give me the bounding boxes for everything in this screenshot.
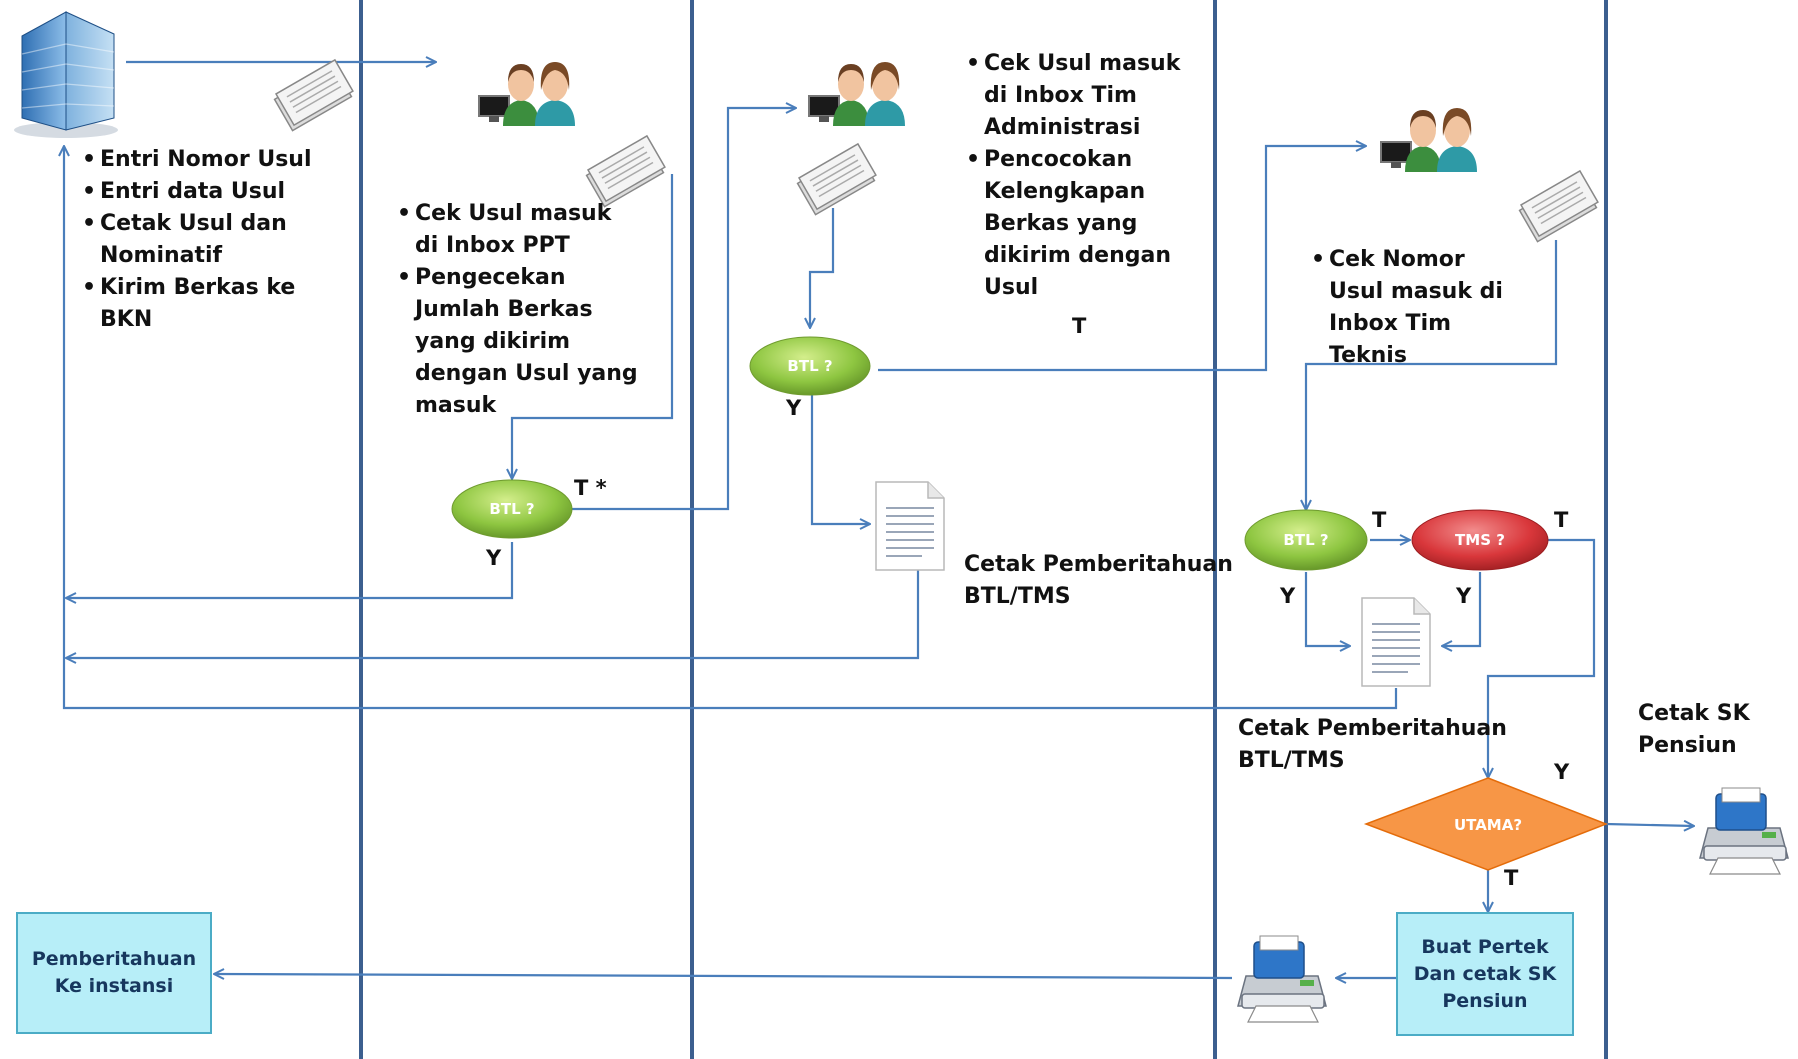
notice-label: Cetak Pemberitahuan BTL/TMS — [964, 552, 1233, 609]
branch-label-btl3-y: Y — [1280, 584, 1296, 608]
connector-btl3-y-to-notice — [1304, 572, 1350, 646]
list-item: Cek Nomor Usul masuk di Inbox Tim Teknis — [1311, 244, 1521, 372]
document-stack-icon — [794, 143, 879, 216]
svg-text:BTL ?: BTL ? — [787, 357, 832, 375]
lane4-steps: Cek Nomor Usul masuk di Inbox Tim Teknis — [1311, 244, 1521, 372]
branch-label-tms-y: Y — [1456, 584, 1472, 608]
connector-tms-t-to-utama — [1488, 538, 1596, 778]
branch-label-btl2-y: Y — [786, 396, 802, 420]
decision-btl-2: BTL ? — [749, 336, 871, 396]
list-item: Cek Usul masuk di Inbox PPT — [397, 198, 642, 262]
building-icon — [14, 11, 118, 138]
connector-btl2-t-to-teknis — [878, 146, 1366, 372]
list-item: Kirim Berkas ke BKN — [82, 272, 352, 336]
connector-btl1-y-return — [66, 542, 514, 598]
document-stack-icon — [583, 135, 668, 208]
printer-icon — [1237, 935, 1327, 1023]
svg-text:BTL ?: BTL ? — [489, 500, 534, 518]
connector-printer-to-pemberitahuan — [214, 974, 1233, 978]
svg-text:UTAMA?: UTAMA? — [1454, 816, 1522, 834]
connector-utama-y-to-printer — [1605, 824, 1694, 826]
branch-label-btl3-t: T — [1372, 508, 1387, 532]
branch-label-btl1-y: Y — [486, 546, 502, 570]
decision-btl-3: BTL ? — [1244, 509, 1368, 571]
connector-btl2-y-to-notice — [810, 394, 870, 524]
buat-pertek-box: Buat Pertek Dan cetak SK Pensiun — [1396, 912, 1574, 1036]
users-computer-icon — [1380, 107, 1478, 173]
list-item: Entri data Usul — [82, 176, 352, 208]
branch-label-lane3-t: T — [1072, 314, 1087, 338]
decision-tms: TMS ? — [1411, 509, 1549, 571]
users-computer-icon — [478, 61, 576, 127]
list-item: Cek Usul masuk di Inbox Tim Administrasi — [966, 48, 1198, 144]
svg-text:BTL ?: BTL ? — [1283, 531, 1328, 549]
decision-utama: UTAMA? — [1363, 777, 1609, 871]
lane2-steps: Cek Usul masuk di Inbox PPT Pengecekan J… — [397, 198, 642, 422]
print-sk-label: Cetak SK Pensiun — [1638, 701, 1750, 758]
connector-admin-to-btl2 — [810, 208, 835, 328]
connector-notice1-return — [66, 568, 920, 658]
document-stack-icon — [1516, 170, 1601, 243]
branch-label-utama-y: Y — [1554, 760, 1570, 784]
connector-tms-y-to-notice — [1442, 572, 1482, 646]
branch-label-utama-t: T — [1504, 866, 1519, 890]
lane1-steps: Entri Nomor Usul Entri data Usul Cetak U… — [82, 144, 352, 336]
list-item: Entri Nomor Usul — [82, 144, 352, 176]
printer-icon — [1699, 787, 1789, 875]
notice-label: Cetak Pemberitahuan BTL/TMS — [1238, 716, 1507, 773]
list-item: Cetak Usul dan Nominatif — [82, 208, 352, 272]
page-icon — [875, 481, 945, 571]
branch-label-btl1-t: T * — [574, 476, 607, 500]
pemberitahuan-instansi-box: Pemberitahuan Ke instansi — [16, 912, 212, 1034]
connector-notice2-return — [64, 146, 1398, 710]
list-item: Pengecekan Jumlah Berkas yang dikirim de… — [397, 262, 642, 422]
list-item: Pencocokan Kelengkapan Berkas yang dikir… — [966, 144, 1198, 304]
branch-label-tms-t: T — [1554, 508, 1569, 532]
document-stack-icon — [271, 59, 356, 132]
svg-text:TMS ?: TMS ? — [1455, 531, 1505, 549]
decision-btl-1: BTL ? — [451, 479, 573, 539]
page-icon — [1361, 597, 1431, 687]
users-computer-icon — [808, 61, 906, 127]
lane3-steps: Cek Usul masuk di Inbox Tim Administrasi… — [966, 48, 1198, 304]
connector-btl1-t-to-admin — [572, 108, 796, 511]
